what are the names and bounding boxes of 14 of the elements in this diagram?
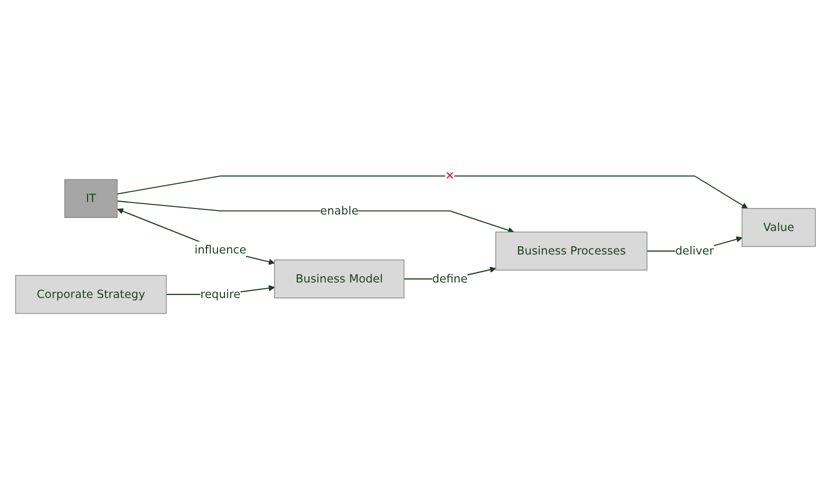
- node-box: Value: [742, 208, 816, 247]
- node-box: Business Processes: [495, 232, 648, 270]
- edge-label: require: [200, 287, 240, 301]
- arrow: [117, 200, 514, 234]
- node-box: IT: [64, 179, 118, 218]
- edge-label: define: [432, 272, 468, 286]
- edge-label: deliver: [675, 244, 714, 258]
- node-box: Corporate Strategy: [15, 275, 167, 314]
- edge-label: influence: [194, 242, 246, 256]
- arrow: [117, 175, 748, 209]
- edge-label: enable: [320, 204, 358, 218]
- node-box: Business Model: [274, 260, 404, 298]
- edge-label: ✕: [445, 168, 455, 182]
- arrow: [117, 208, 275, 265]
